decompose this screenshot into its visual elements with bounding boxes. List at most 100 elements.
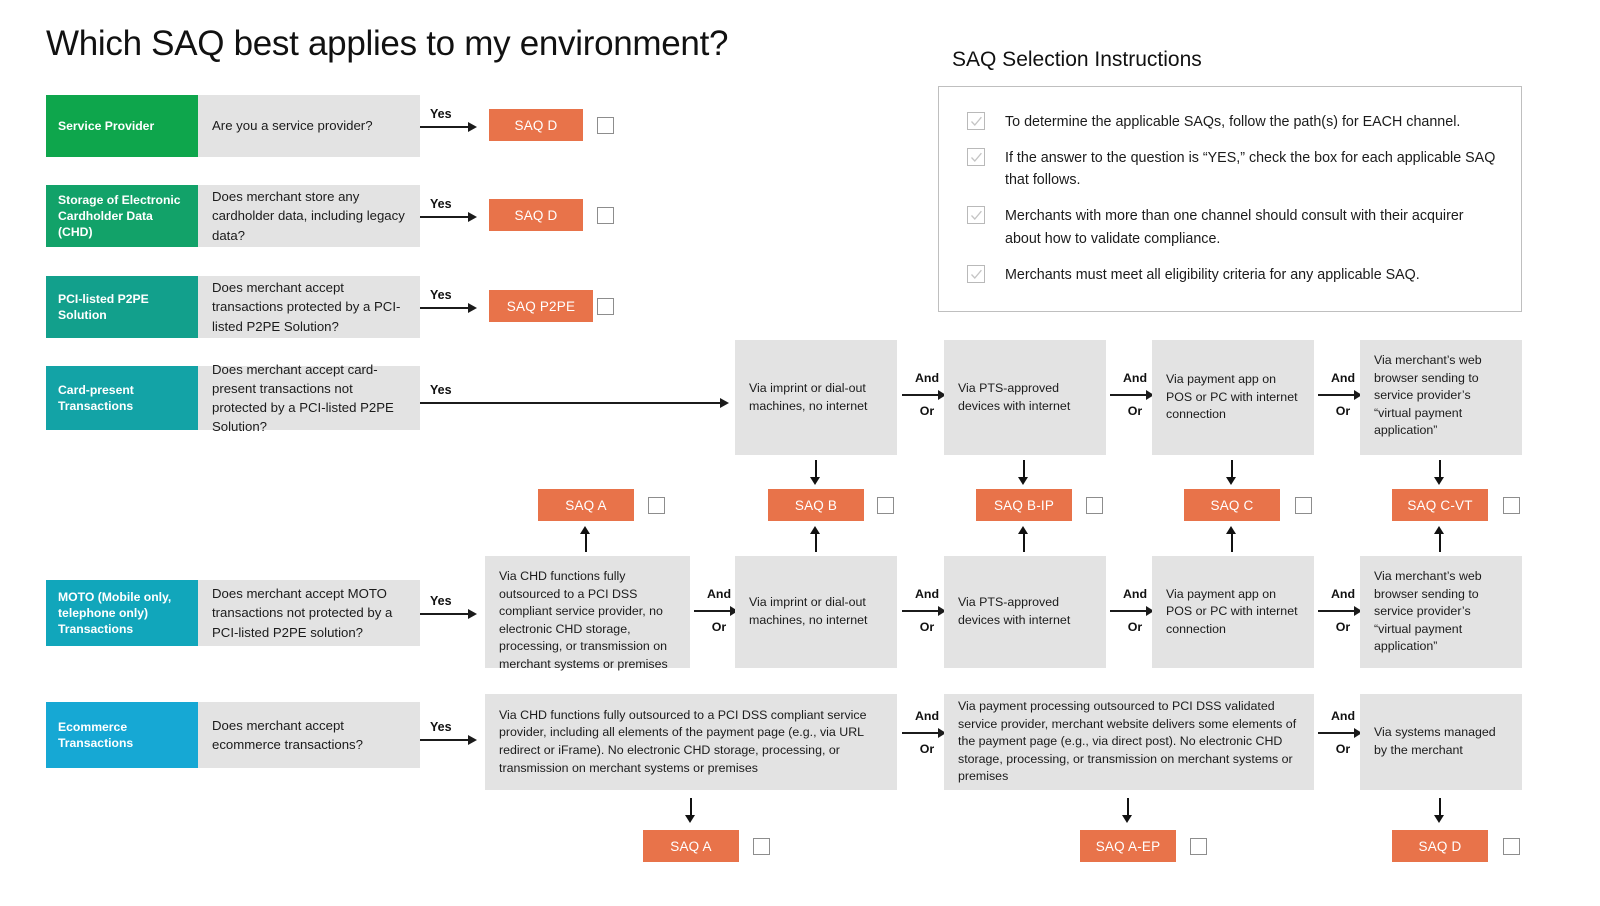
checkmark-icon — [967, 148, 985, 167]
saq-checkbox-service-provider-d[interactable] — [597, 117, 614, 134]
instruction-text: Merchants must meet all eligibility crit… — [1005, 266, 1420, 283]
saq-chip-a-bottom[interactable]: SAQ A — [643, 830, 739, 862]
arrow-right-icon — [898, 388, 956, 402]
arrow-right-icon — [898, 604, 956, 618]
arrow-up-icon — [1226, 526, 1238, 552]
channel-question-service-provider: Are you a service provider? — [198, 95, 420, 157]
saq-chip-c[interactable]: SAQ C — [1184, 489, 1280, 521]
and-label: And — [1122, 371, 1148, 385]
arrow-up-icon — [580, 526, 592, 552]
instruction-text: Merchants with more than one channel sho… — [1005, 208, 1464, 247]
and-or-connector: And Or — [898, 371, 956, 418]
checkmark-icon — [967, 264, 985, 283]
saq-chip-b[interactable]: SAQ B — [768, 489, 864, 521]
arrow-down-icon — [810, 460, 822, 486]
and-label: And — [1330, 709, 1356, 723]
yes-label: Yes — [430, 288, 452, 302]
or-label: Or — [1335, 404, 1351, 419]
channel-name-p2pe: PCI-listed P2PE Solution — [46, 276, 198, 338]
saq-checkbox-c-vt[interactable] — [1503, 497, 1520, 514]
instruction-text: To determine the applicable SAQs, follow… — [1005, 114, 1461, 130]
and-label: And — [914, 709, 940, 723]
arrow-down-icon — [1122, 798, 1134, 824]
moto-path-box-2: Via imprint or dial-out machines, no int… — [735, 556, 897, 668]
arrow-up-icon — [1434, 526, 1446, 552]
yes-label: Yes — [430, 197, 452, 211]
saq-checkbox-b[interactable] — [877, 497, 894, 514]
arrow-right-icon — [1106, 388, 1164, 402]
and-or-connector: And Or — [1106, 587, 1164, 634]
arrow-down-icon — [1434, 798, 1446, 824]
channel-name-service-provider: Service Provider — [46, 95, 198, 157]
saq-checkbox-d-bottom[interactable] — [1503, 838, 1520, 855]
and-or-connector: And Or — [898, 709, 956, 756]
channel-name-card-present: Card-present Transactions — [46, 366, 198, 430]
moto-path-box-3: Via PTS-approved devices with internet — [944, 556, 1106, 668]
saq-checkbox-c[interactable] — [1295, 497, 1312, 514]
arrow-right-icon — [1314, 388, 1372, 402]
moto-path-box-1: Via CHD functions fully outsourced to a … — [485, 556, 690, 671]
and-label: And — [914, 587, 940, 601]
and-or-connector: And Or — [1106, 371, 1164, 419]
saq-checkbox-b-ip[interactable] — [1086, 497, 1103, 514]
saq-checkbox-chd-storage-d[interactable] — [597, 207, 614, 224]
instructions-title: SAQ Selection Instructions — [952, 48, 1202, 71]
moto-path-box-4: Via payment app on POS or PC with intern… — [1152, 556, 1314, 668]
instruction-text: If the answer to the question is “YES,” … — [1005, 150, 1496, 189]
and-or-connector: And Or — [690, 587, 748, 635]
checkmark-icon — [967, 206, 985, 225]
saq-checkbox-a-ep[interactable] — [1190, 838, 1207, 855]
saq-checkbox-a-middle[interactable] — [648, 497, 665, 514]
saq-chip-c-vt[interactable]: SAQ C-VT — [1392, 489, 1488, 521]
channel-row-moto: MOTO (Mobile only, telephone only) Trans… — [46, 580, 420, 646]
arrow-right-icon — [898, 726, 956, 740]
instruction-item: To determine the applicable SAQs, follow… — [967, 111, 1499, 133]
channel-row-service-provider: Service Provider Are you a service provi… — [46, 95, 420, 157]
card-present-path-box-1: Via imprint or dial-out machines, no int… — [735, 340, 897, 455]
and-or-connector: And Or — [1314, 587, 1372, 635]
and-or-connector: And Or — [1314, 709, 1372, 757]
yes-label: Yes — [430, 383, 452, 397]
saq-chip-d-bottom[interactable]: SAQ D — [1392, 830, 1488, 862]
channel-name-moto: MOTO (Mobile only, telephone only) Trans… — [46, 580, 198, 646]
and-label: And — [1330, 587, 1356, 601]
saq-chip-p2pe[interactable]: SAQ P2PE — [489, 290, 593, 322]
saq-chip-service-provider-d[interactable]: SAQ D — [489, 109, 583, 141]
saq-chip-chd-storage-d[interactable]: SAQ D — [489, 199, 583, 231]
arrow-up-icon — [1018, 526, 1030, 552]
saq-chip-b-ip[interactable]: SAQ B-IP — [976, 489, 1072, 521]
card-present-path-box-4: Via merchant’s web browser sending to se… — [1360, 340, 1522, 455]
arrow-down-icon — [1226, 460, 1238, 486]
or-label: Or — [711, 620, 727, 635]
and-or-connector: And Or — [1314, 371, 1372, 419]
arrow-right-icon — [1106, 604, 1164, 618]
moto-path-box-5: Via merchant’s web browser sending to se… — [1360, 556, 1522, 668]
or-label: Or — [1127, 404, 1143, 419]
saq-checkbox-a-bottom[interactable] — [753, 838, 770, 855]
or-label: Or — [919, 620, 935, 635]
arrow-up-icon — [810, 526, 822, 552]
checkmark-icon — [967, 112, 985, 130]
channel-question-ecommerce: Does merchant accept ecommerce transacti… — [198, 702, 420, 768]
channel-row-chd-storage: Storage of Electronic Cardholder Data (C… — [46, 185, 420, 247]
saq-chip-a-ep[interactable]: SAQ A-EP — [1080, 830, 1176, 862]
ecommerce-path-box-2: Via payment processing outsourced to PCI… — [944, 694, 1314, 790]
and-or-connector: And Or — [898, 587, 956, 635]
yes-label: Yes — [430, 594, 452, 608]
saq-checkbox-p2pe[interactable] — [597, 298, 614, 315]
yes-label: Yes — [430, 720, 452, 734]
arrow-down-icon — [1018, 460, 1030, 486]
saq-chip-a-middle[interactable]: SAQ A — [538, 489, 634, 521]
ecommerce-path-box-1: Via CHD functions fully outsourced to a … — [485, 694, 897, 790]
and-label: And — [706, 587, 732, 601]
and-label: And — [1330, 371, 1356, 385]
channel-row-ecommerce: Ecommerce Transactions Does merchant acc… — [46, 702, 420, 768]
or-label: Or — [1335, 620, 1351, 635]
channel-question-card-present: Does merchant accept card-present transa… — [198, 362, 420, 434]
card-present-path-box-2: Via PTS-approved devices with internet — [944, 340, 1106, 455]
ecommerce-path-box-3: Via systems managed by the merchant — [1360, 694, 1522, 790]
arrow-down-icon — [1434, 460, 1446, 486]
and-label: And — [914, 371, 940, 385]
or-label: Or — [1335, 742, 1351, 757]
